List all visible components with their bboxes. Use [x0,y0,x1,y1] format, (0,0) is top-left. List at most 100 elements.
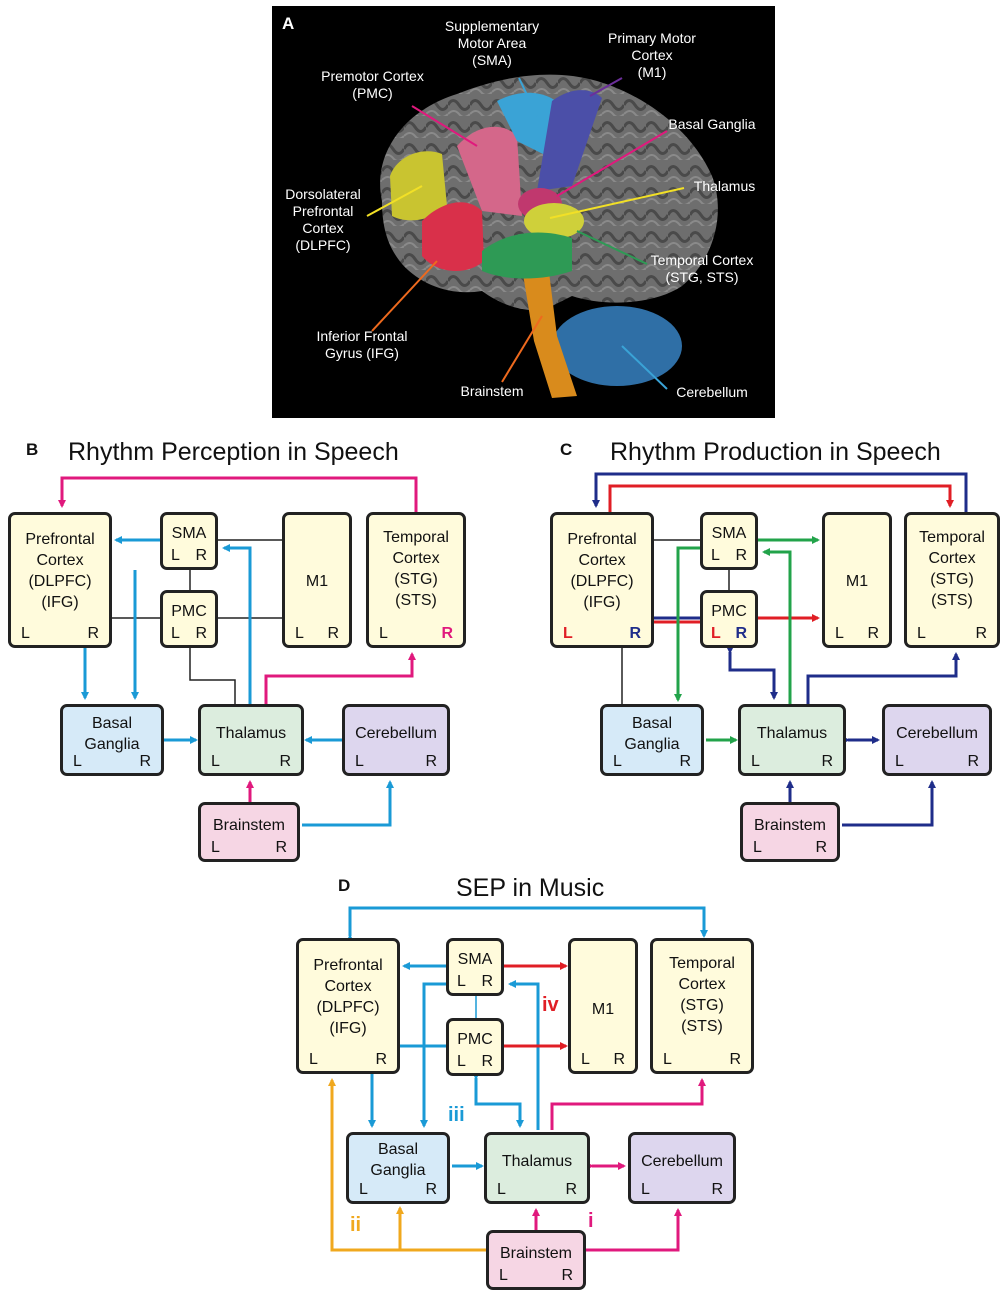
b-thalamus-r: R [279,753,291,770]
c-cerebellum-l: L [895,753,904,770]
label-basal-ganglia: Basal Ganglia [668,116,756,132]
d-bg-label: Basal Ganglia [370,1141,426,1179]
d-thalamus-label: Thalamus [501,1153,573,1170]
c-bg-box: Basal Ganglia L R [600,704,704,776]
c-bg-l: L [613,753,622,770]
b-sma-box: SMA L R [160,512,218,570]
d-sma-box: SMA L R [446,938,504,996]
d-thalamus-l: L [497,1181,506,1198]
c-sma-label: SMA [711,525,747,542]
c-cerebellum-box: Cerebellum L R [882,704,992,776]
d-temporal-box: Temporal Cortex (STG) (STS) L R [650,938,754,1074]
b-thalamus-l: L [211,753,220,770]
label-temporal: Temporal Cortex (STG, STS) [650,252,754,285]
thalamus-region [524,203,584,239]
c-prefrontal-label: Prefrontal Cortex (DLPFC) (IFG) [567,531,637,611]
d-bg-r: R [425,1181,437,1198]
b-pmc-l: L [171,625,180,642]
d-pmc-r: R [481,1053,493,1070]
ifg-region [422,202,484,272]
b-pmc-label: PMC [171,603,207,620]
pathway-iv-label: iv [542,994,559,1016]
c-brainstem-r: R [815,839,827,856]
c-m1-r: R [867,625,879,642]
b-prefrontal-box: Prefrontal Cortex (DLPFC) (IFG) L R [8,512,112,648]
m1-region [537,90,602,191]
c-sma-box: SMA L R [700,512,758,570]
b-pmc-box: PMC L R [160,590,218,648]
b-pmc-r: R [195,625,207,642]
c-cerebellum-label: Cerebellum [896,725,978,742]
panel-b-title: Rhythm Perception in Speech [68,438,399,466]
d-brainstem-r: R [561,1267,573,1284]
label-m1: Primary Motor Cortex (M1) [608,30,696,80]
b-temporal-r: R [441,625,453,642]
d-m1-l: L [581,1051,590,1068]
b-cerebellum-box: Cerebellum L R [342,704,450,776]
b-sma-r: R [195,547,207,564]
c-brainstem-box: Brainstem L R [740,802,840,862]
b-m1-r: R [327,625,339,642]
b-bg-box: Basal Ganglia L R [60,704,164,776]
b-sma-label: SMA [171,525,207,542]
d-m1-label: M1 [591,1001,615,1018]
b-sma-l: L [171,547,180,564]
d-pmc-l: L [457,1053,466,1070]
c-temporal-l: L [917,625,926,642]
b-thalamus-label: Thalamus [215,725,287,742]
c-bg-r: R [679,753,691,770]
c-cerebellum-r: R [967,753,979,770]
c-bg-label: Basal Ganglia [624,715,680,753]
d-brainstem-label: Brainstem [499,1245,573,1262]
d-prefrontal-box: Prefrontal Cortex (DLPFC) (IFG) L R [296,938,400,1074]
d-bg-box: Basal Ganglia L R [346,1132,450,1204]
c-temporal-label: Temporal Cortex (STG) (STS) [919,529,985,609]
d-thalamus-box: Thalamus L R [484,1132,590,1204]
label-sma: Supplementary Motor Area (SMA) [444,18,540,68]
d-bg-l: L [359,1181,368,1198]
c-thalamus-r: R [821,753,833,770]
pathway-ii-label: ii [350,1214,362,1236]
b-bg-label: Basal Ganglia [84,715,140,753]
panel-c-title: Rhythm Production in Speech [610,438,941,466]
c-thalamus-box: Thalamus L R [738,704,846,776]
pathway-i-label: i [588,1210,594,1232]
b-prefrontal-l: L [21,625,30,642]
b-m1-box: M1 L R [282,512,352,648]
d-temporal-label: Temporal Cortex (STG) (STS) [669,955,735,1035]
label-dlpfc: Dorsolateral Prefrontal Cortex (DLPFC) [285,186,361,253]
dlpfc-region [390,151,447,221]
brain-render [366,74,718,398]
panel-b-letter: B [26,440,39,459]
d-cerebellum-label: Cerebellum [641,1153,723,1170]
brain-illustration: Supplementary Motor Area (SMA) Primary M… [272,6,775,418]
b-bg-l: L [73,753,82,770]
b-cerebellum-label: Cerebellum [355,725,437,742]
c-thalamus-label: Thalamus [756,725,828,742]
c-temporal-box: Temporal Cortex (STG) (STS) L R [904,512,1000,648]
d-temporal-r: R [729,1051,741,1068]
b-brainstem-l: L [211,839,220,856]
b-brainstem-label: Brainstem [212,817,286,834]
d-pmc-label: PMC [457,1031,493,1048]
label-pmc: Premotor Cortex (PMC) [321,68,424,101]
d-cerebellum-box: Cerebellum L R [628,1132,736,1204]
pathway-iii-label: iii [448,1104,465,1126]
b-thalamus-box: Thalamus L R [198,704,304,776]
c-thalamus-l: L [751,753,760,770]
d-cerebellum-r: R [711,1181,723,1198]
d-brainstem-box: Brainstem L R [486,1230,586,1290]
b-bg-r: R [139,753,151,770]
c-temporal-r: R [975,625,987,642]
panel-a-letter: A [282,14,295,33]
c-prefrontal-box: Prefrontal Cortex (DLPFC) (IFG) L R [550,512,654,648]
cerebellum-region [552,306,682,386]
d-thalamus-r: R [565,1181,577,1198]
c-m1-label: M1 [845,573,869,590]
d-pmc-box: PMC L R [446,1018,504,1076]
d-temporal-l: L [663,1051,672,1068]
c-pmc-l: L [711,625,721,642]
b-brainstem-r: R [275,839,287,856]
b-prefrontal-r: R [87,625,99,642]
d-brainstem-l: L [499,1267,508,1284]
